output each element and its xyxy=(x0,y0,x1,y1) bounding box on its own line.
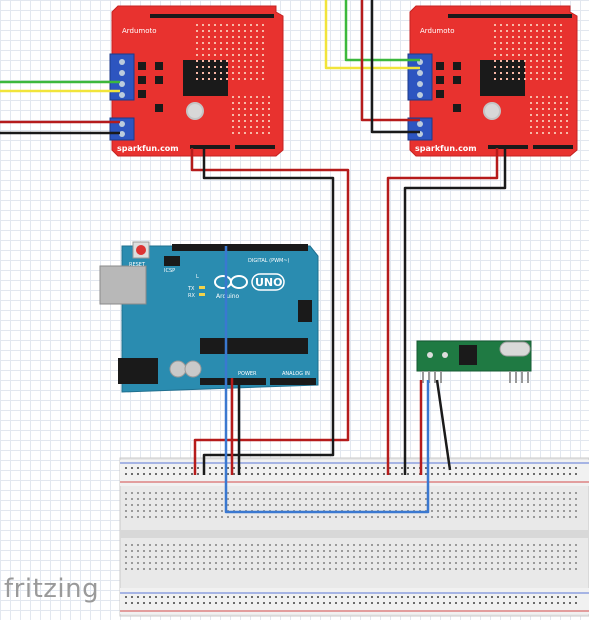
reset-button[interactable] xyxy=(136,245,146,255)
brand-label: Arduino xyxy=(216,293,240,300)
power-jack xyxy=(118,358,158,384)
shield-proto-area xyxy=(196,24,270,134)
fritzing-watermark: fritzing xyxy=(4,574,100,604)
shield-brand: sparkfun.com xyxy=(117,144,179,153)
motor-terminal-block xyxy=(109,53,135,101)
icsp-header xyxy=(164,256,180,266)
capacitor xyxy=(184,360,202,378)
rf-receiver-module xyxy=(416,340,532,383)
icsp-header-2 xyxy=(298,300,312,322)
digital-label: DIGITAL (PWM~) xyxy=(248,258,290,264)
breadboard xyxy=(119,457,589,617)
icsp-label: ICSP xyxy=(164,268,175,274)
wire-shield1-vin xyxy=(190,148,350,475)
wires xyxy=(0,0,507,514)
l-label: L xyxy=(196,274,199,280)
wire-power-red xyxy=(360,0,420,122)
digital-header xyxy=(172,244,308,251)
motor-driver-chip xyxy=(480,60,525,96)
ardumoto-shield-right: Ardumoto sparkfun.com xyxy=(407,5,578,157)
wire-shield2-gnd xyxy=(403,148,507,475)
wire-shield1-gnd xyxy=(202,148,335,475)
analog-label: ANALOG IN xyxy=(282,371,310,377)
model-label: UNO xyxy=(255,276,283,289)
wire-motor-yellow xyxy=(324,0,420,70)
power-terminal-block xyxy=(109,117,135,141)
wire-arduino-data xyxy=(224,246,430,514)
power-label: POWER xyxy=(238,371,257,377)
atmega-chip xyxy=(200,338,308,354)
shield-proto-area xyxy=(494,24,568,134)
power-terminal-block xyxy=(407,117,433,141)
arduino-uno-board: RESET ICSP DIGITAL (PWM~) POWER ANALOG I… xyxy=(99,241,319,393)
wire-power-black xyxy=(370,0,420,134)
usb-connector xyxy=(99,265,147,305)
rx-label: RX xyxy=(188,293,195,299)
shield-title: Ardumoto xyxy=(420,27,455,35)
shield-brand: sparkfun.com xyxy=(415,144,477,153)
tx-label: TX xyxy=(187,286,195,292)
analog-header xyxy=(270,378,316,385)
reset-label: RESET xyxy=(129,262,146,268)
capacitor xyxy=(169,360,187,378)
arduino-logo: UNO Arduino xyxy=(214,273,285,300)
motor-terminal-block xyxy=(407,53,433,101)
wire-motor-green xyxy=(344,0,420,62)
ardumoto-shield-left: Ardumoto sparkfun.com xyxy=(109,5,284,157)
wire-shield2-vin xyxy=(386,148,499,475)
wire-rf-gnd xyxy=(435,379,452,471)
shield-title: Ardumoto xyxy=(122,27,157,35)
